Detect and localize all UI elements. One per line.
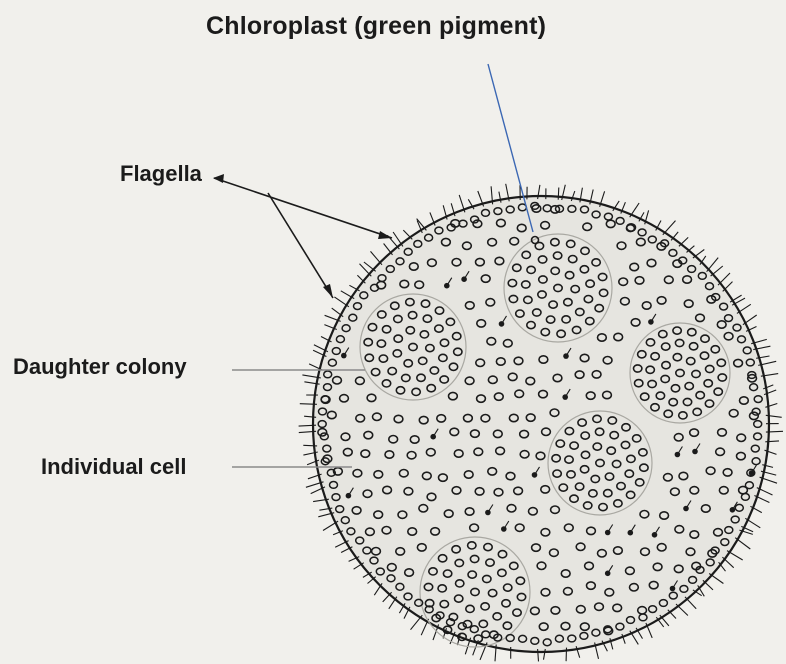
- flagellum-hair: [411, 615, 423, 630]
- flagellum-hair: [693, 250, 704, 259]
- flagella-label-arrowhead: [213, 174, 224, 183]
- flagellum-hair: [371, 251, 383, 264]
- flagellum-hair: [663, 221, 676, 235]
- flagellum-hair: [703, 580, 713, 590]
- chloroplast-label: Chloroplast (green pigment): [206, 14, 546, 39]
- flagella-arrowhead-upper: [378, 231, 392, 239]
- flagellum-hair: [300, 404, 317, 405]
- flagella-pointer-line-upper: [214, 178, 392, 238]
- flagellum-hair: [709, 574, 723, 584]
- individual-cell-dark: [499, 321, 505, 327]
- flagellum-hair: [707, 258, 719, 272]
- flagellum-hair: [722, 557, 733, 568]
- flagellum-hair: [735, 538, 750, 549]
- flagella-pointer-line-lower: [268, 193, 333, 298]
- flagellum-hair: [384, 244, 393, 255]
- individual-cell-dark: [563, 353, 569, 359]
- flagellum-hair: [718, 273, 730, 285]
- individual-cell-label: Individual cell: [41, 456, 186, 478]
- flagellum-hair: [360, 264, 372, 277]
- flagellum-hair: [676, 604, 688, 616]
- individual-cell-dark: [562, 394, 568, 400]
- volvox-colony: [299, 184, 783, 662]
- individual-cell-dark: [648, 319, 654, 325]
- individual-cell-dark: [532, 472, 538, 478]
- flagellum-hair: [727, 551, 743, 560]
- daughter-colony-label: Daughter colony: [13, 356, 187, 378]
- flagellum-hair: [685, 597, 696, 609]
- flagellum-hair: [303, 445, 317, 446]
- flagellum-hair: [711, 266, 723, 276]
- flagellum-hair: [558, 188, 559, 200]
- individual-cell-dark: [341, 353, 347, 359]
- flagella-label: Flagella: [120, 163, 202, 185]
- flagellum-hair: [334, 297, 349, 307]
- flagella-arrowhead-lower: [323, 284, 333, 298]
